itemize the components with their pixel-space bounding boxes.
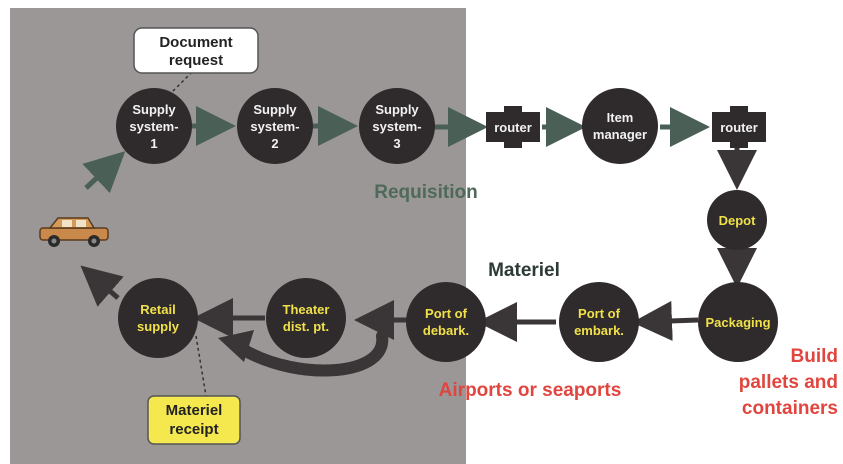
node-port-of-debark: Port of debark. xyxy=(406,282,486,362)
port-debark-line-2: debark. xyxy=(423,323,469,338)
build-label-line-3: containers xyxy=(742,398,838,419)
supply-system-1-line-3: 1 xyxy=(150,136,157,151)
document-request-callout: Document request xyxy=(133,27,259,74)
document-request-line-1: Document xyxy=(159,34,232,51)
supply-system-2-line-3: 2 xyxy=(271,136,278,151)
materiel-label: Materiel xyxy=(488,260,560,281)
build-label-line-2: pallets and xyxy=(739,372,838,393)
node-router-1: router xyxy=(486,106,540,148)
router-2-label: router xyxy=(720,120,758,135)
curved-bypass-arrowhead xyxy=(218,330,254,362)
supply-system-3-line-2: system- xyxy=(372,119,421,134)
node-supply-system-1: Supply system- 1 xyxy=(116,88,192,164)
arrow-vehicle-to-supply1 xyxy=(82,151,126,194)
node-supply-system-3: Supply system- 3 xyxy=(359,88,435,164)
port-embark-line-2: embark. xyxy=(574,323,624,338)
node-theater-dist-pt: Theater dist. pt. xyxy=(266,278,346,358)
materiel-receipt-line-2: receipt xyxy=(169,421,218,438)
retail-line-2: supply xyxy=(137,319,180,334)
supply-system-2-line-1: Supply xyxy=(253,102,297,117)
packaging-label: Packaging xyxy=(705,315,770,330)
retail-line-1: Retail xyxy=(140,302,175,317)
item-manager-line-1: Item xyxy=(607,110,634,125)
depot-label: Depot xyxy=(719,213,757,228)
document-request-line-2: request xyxy=(169,52,223,69)
materiel-arrows xyxy=(80,140,757,342)
requisition-arrows xyxy=(82,106,710,194)
materiel-receipt-callout: Materiel receipt xyxy=(147,395,241,445)
port-debark-line-1: Port of xyxy=(425,306,468,321)
curved-bypass-arrow xyxy=(238,330,389,377)
humvee-icon xyxy=(39,217,109,247)
supply-system-3-line-1: Supply xyxy=(375,102,419,117)
port-embark-line-1: Port of xyxy=(578,306,621,321)
airports-label: Airports or seaports xyxy=(439,380,622,401)
materiel-receipt-line-1: Materiel xyxy=(166,402,223,419)
materiel-receipt-connector xyxy=(195,335,207,397)
item-manager-line-2: manager xyxy=(593,127,647,142)
supply-system-1-line-2: system- xyxy=(129,119,178,134)
node-retail-supply: Retail supply xyxy=(118,278,198,358)
node-router-2: router xyxy=(712,106,766,148)
arrow-retail-to-vehicle xyxy=(80,265,124,307)
build-label-line-1: Build xyxy=(791,346,839,367)
node-supply-system-2: Supply system- 2 xyxy=(237,88,313,164)
requisition-label: Requisition xyxy=(374,182,477,203)
supply-system-2-line-2: system- xyxy=(250,119,299,134)
arrow-packaging-to-embark xyxy=(632,300,699,341)
theater-line-1: Theater xyxy=(283,302,330,317)
node-port-of-embark: Port of embark. xyxy=(559,282,639,362)
node-packaging: Packaging xyxy=(698,282,778,362)
router-1-label: router xyxy=(494,120,532,135)
supply-system-1-line-1: Supply xyxy=(132,102,176,117)
node-item-manager: Item manager xyxy=(582,88,658,164)
supply-system-3-line-3: 3 xyxy=(393,136,400,151)
node-depot: Depot xyxy=(707,190,767,250)
theater-line-2: dist. pt. xyxy=(283,319,329,334)
